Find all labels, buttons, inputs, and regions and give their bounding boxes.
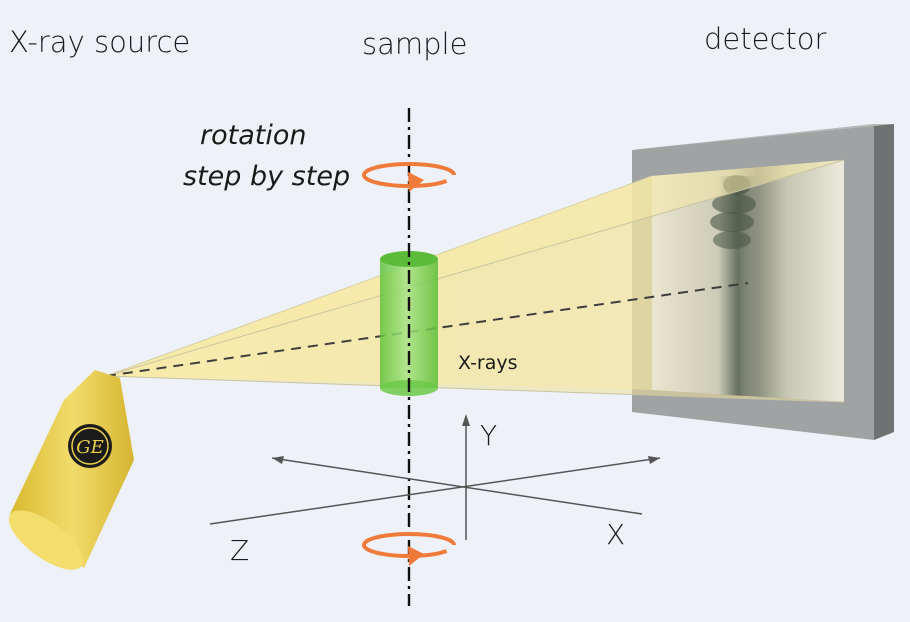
axis-x-label: X [606, 518, 626, 551]
ge-logo [68, 424, 112, 468]
axis-y-label: Y [480, 419, 498, 452]
coordinate-axes [209, 414, 661, 540]
sample-label: sample [362, 27, 468, 61]
detector-frame-side [874, 124, 894, 440]
beam-edge-bottom [105, 375, 845, 403]
rotation-arrow-top [362, 162, 456, 192]
ge-logo-text: GE [76, 437, 104, 458]
axis-z-label: Z [230, 534, 250, 567]
rotation-label: rotation [200, 120, 307, 151]
step-by-step-label: step by step [183, 161, 351, 192]
axis-x-back [209, 457, 661, 525]
rotation-arrow-bottom [362, 532, 456, 566]
sample-cylinder-top [380, 251, 438, 267]
xray-source-label: X-ray source [9, 25, 191, 59]
xray-tube-base [8, 510, 84, 570]
beam-edge-top [105, 159, 845, 377]
detector-shadow-image [710, 175, 758, 396]
xray-source: GE [8, 370, 134, 570]
beam-edge-mid [105, 175, 653, 377]
axis-x-line [271, 457, 643, 515]
detector-label: detector [704, 22, 827, 56]
xrays-label: X-rays [458, 352, 518, 374]
